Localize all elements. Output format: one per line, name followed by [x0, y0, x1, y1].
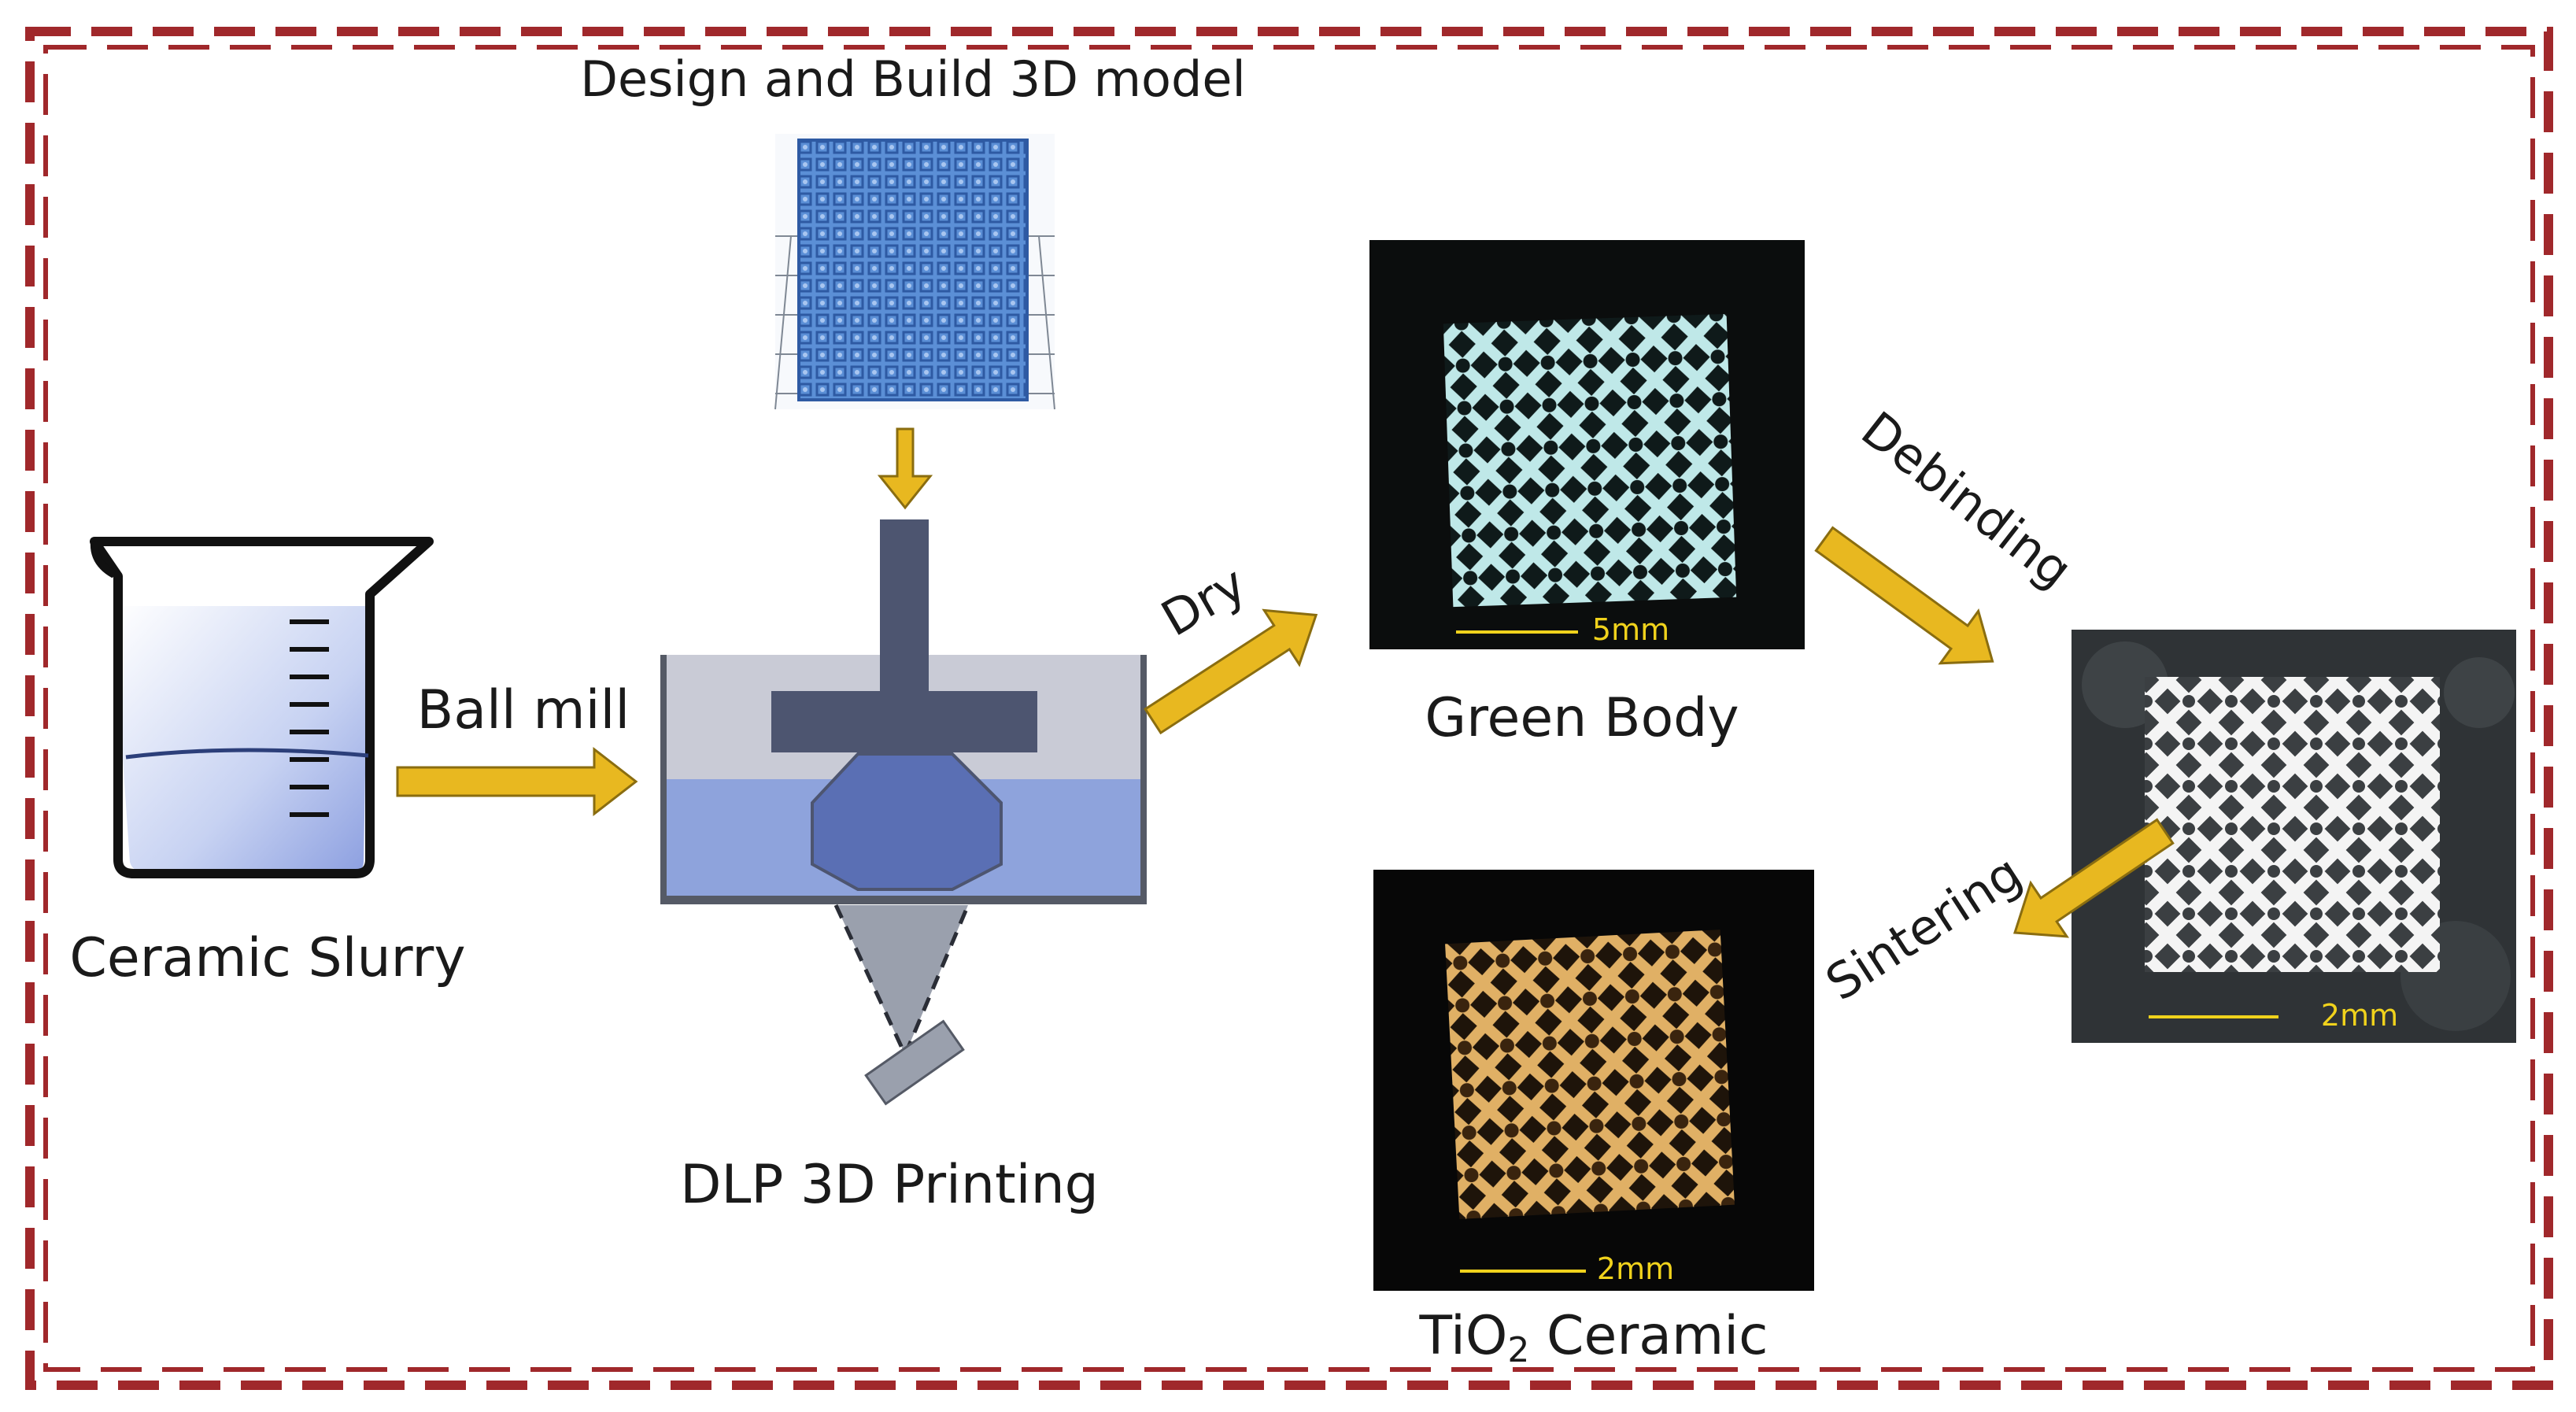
ball-mill-label: Ball mill — [417, 679, 630, 741]
outer-frame — [25, 27, 2553, 1390]
ball-mill-arrow — [396, 746, 638, 817]
model-down-arrow — [877, 427, 933, 510]
green-body-label: Green Body — [1425, 687, 1739, 749]
dlp-label: DLP 3D Printing — [680, 1154, 1099, 1216]
green-body-image — [1369, 240, 1805, 649]
design-label: Design and Build 3D model — [580, 50, 1245, 108]
ceramic-label-subscript: 2 — [1507, 1330, 1529, 1370]
dry-label: Dry — [1151, 555, 1255, 648]
green-scale-label: 5mm — [1592, 612, 1669, 647]
inner-frame — [43, 45, 2535, 1372]
3d-model-image — [774, 134, 1055, 410]
ceramic-label: TiO2 Ceramic — [1419, 1305, 1768, 1370]
dry-arrow — [1144, 608, 1318, 735]
ceramic-scale-label: 2mm — [1597, 1251, 1674, 1286]
debinding-arrow — [1814, 526, 1994, 665]
dlp-printer-icon — [660, 519, 1147, 1106]
beaker-icon — [90, 537, 434, 878]
ceramic-image — [1373, 870, 1814, 1291]
ceramic-label-prefix: TiO — [1419, 1305, 1508, 1367]
slurry-label: Ceramic Slurry — [69, 927, 465, 989]
debound-scale-label: 2mm — [2321, 998, 2398, 1033]
sintering-label: Sintering — [1816, 844, 2031, 1012]
ceramic-label-suffix: Ceramic — [1529, 1305, 1768, 1367]
sintering-arrow — [2012, 818, 2175, 938]
